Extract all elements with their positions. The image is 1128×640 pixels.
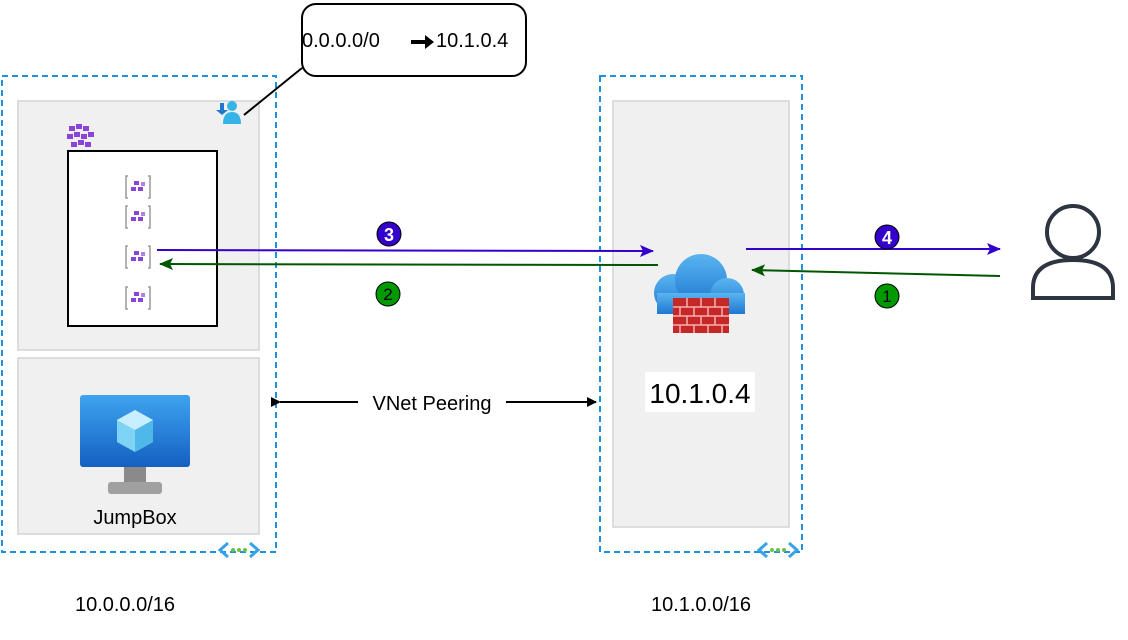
step-1-badge: 1 bbox=[874, 283, 900, 309]
left-vnet-boundary bbox=[1, 75, 277, 553]
vnet-peering-label: VNet Peering bbox=[373, 393, 492, 415]
vnet-icon bbox=[756, 541, 800, 559]
firewall-icon bbox=[654, 254, 745, 333]
jumpbox-label: JumpBox bbox=[93, 507, 176, 529]
pod-icon bbox=[125, 175, 151, 199]
route-table-icon bbox=[216, 101, 241, 124]
left-vnet-cidr: 10.0.0.0/16 bbox=[75, 594, 175, 616]
vnet-icon bbox=[217, 541, 261, 559]
route-arrow-icon bbox=[411, 35, 434, 49]
step-4-badge: 4 bbox=[874, 224, 900, 250]
svg-text:4: 4 bbox=[882, 228, 892, 248]
right-vnet-boundary bbox=[599, 75, 803, 553]
svg-text:2: 2 bbox=[383, 285, 392, 304]
vm-monitor-icon bbox=[80, 395, 190, 494]
step-1-arrow bbox=[751, 264, 1001, 277]
pod-icon bbox=[125, 205, 151, 229]
user-icon bbox=[1031, 204, 1115, 300]
firewall-ip-label: 10.1.0.4 bbox=[649, 378, 750, 409]
step-3-badge: 3 bbox=[376, 221, 402, 247]
right-vnet-cidr: 10.1.0.0/16 bbox=[651, 594, 751, 616]
aks-cluster-icon bbox=[67, 124, 94, 147]
route-source: 0.0.0.0/0 bbox=[302, 30, 380, 52]
firewall-ip-background bbox=[645, 372, 755, 412]
step-2-arrow bbox=[159, 258, 659, 271]
step-3-arrow bbox=[156, 244, 654, 257]
route-destination: 10.1.0.4 bbox=[436, 30, 508, 52]
svg-text:1: 1 bbox=[882, 287, 891, 306]
pod-icon bbox=[125, 245, 151, 269]
step-2-badge: 2 bbox=[375, 281, 401, 307]
pod-icon bbox=[125, 286, 151, 310]
peering-label-background bbox=[358, 390, 506, 414]
svg-text:3: 3 bbox=[384, 225, 394, 245]
callout-connector bbox=[243, 67, 303, 116]
